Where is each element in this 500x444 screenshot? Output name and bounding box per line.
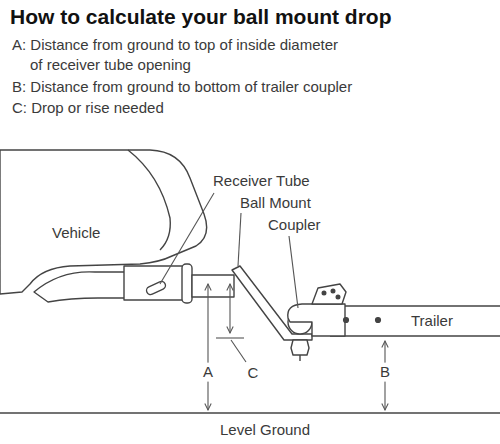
bolt-hole: [376, 318, 381, 323]
leader-line: [231, 340, 246, 362]
latch-dot: [322, 291, 326, 295]
hitch-pin: [145, 280, 167, 296]
ball-mount-drop: [232, 266, 312, 340]
part-label: Receiver Tube: [213, 172, 310, 191]
part-label: Coupler: [268, 216, 321, 235]
definition-text: C: Drop or rise needed: [12, 99, 164, 118]
part-label: Vehicle: [52, 224, 100, 243]
leader-line: [238, 213, 241, 266]
part-label: Ball Mount: [240, 194, 311, 213]
latch-dot: [336, 295, 340, 299]
ball-stud: [299, 355, 300, 361]
pin-clip: [182, 264, 192, 303]
wheel-well-line: [128, 150, 170, 250]
ball-mount-shank: [192, 275, 234, 297]
definition-text: B: Distance from ground to bottom of tra…: [12, 78, 352, 97]
dimension-letter: A: [201, 363, 215, 382]
dimension-letter: C: [248, 364, 259, 383]
coupler-latch: [312, 284, 346, 304]
title: How to calculate your ball mount drop: [10, 4, 392, 30]
trailer-tongue: [330, 306, 500, 336]
dimension-arrow: [207, 284, 208, 410]
dimension-tick: [216, 337, 244, 338]
latch-dot: [331, 289, 335, 293]
leader-line: [160, 193, 214, 284]
hitch-bar: [34, 272, 130, 302]
dimension-letter: B: [378, 363, 392, 382]
receiver-tube: [124, 266, 186, 300]
ground-line: [0, 412, 500, 413]
part-label: Trailer: [409, 312, 455, 331]
coupler-body: [288, 304, 345, 336]
ground-label: Level Ground: [220, 421, 310, 440]
ball-nut: [291, 340, 309, 355]
leader-line: [289, 236, 298, 308]
bolt-hole: [344, 318, 349, 323]
definition-text: A: Distance from ground to top of inside…: [12, 35, 340, 74]
dimension-arrow: [229, 284, 230, 333]
